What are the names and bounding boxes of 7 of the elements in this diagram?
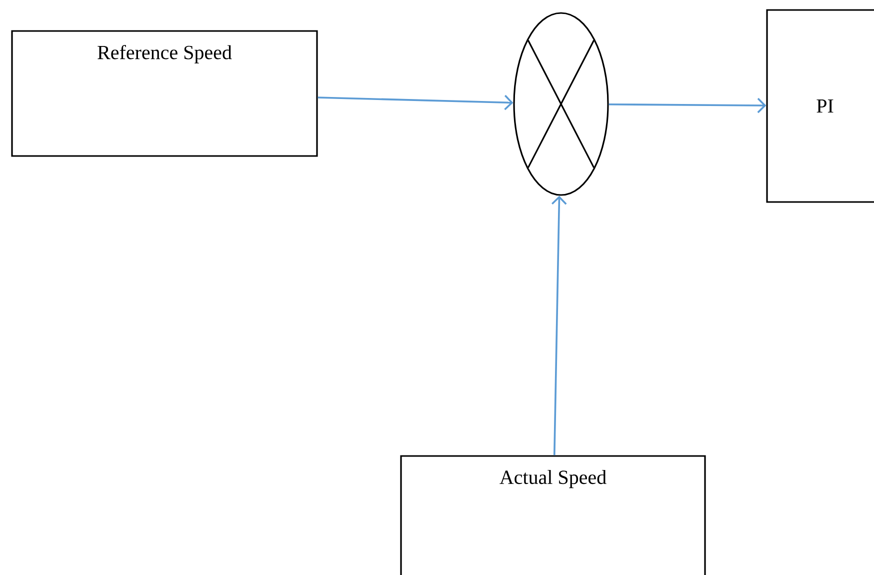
block-box: Actual Speed [400,455,706,575]
arrow [552,196,567,456]
arrow [318,94,514,110]
summing-junction [513,12,609,196]
block-box: Reference Speed [11,30,318,157]
arrow [608,98,766,114]
block-box: PI [766,9,874,203]
